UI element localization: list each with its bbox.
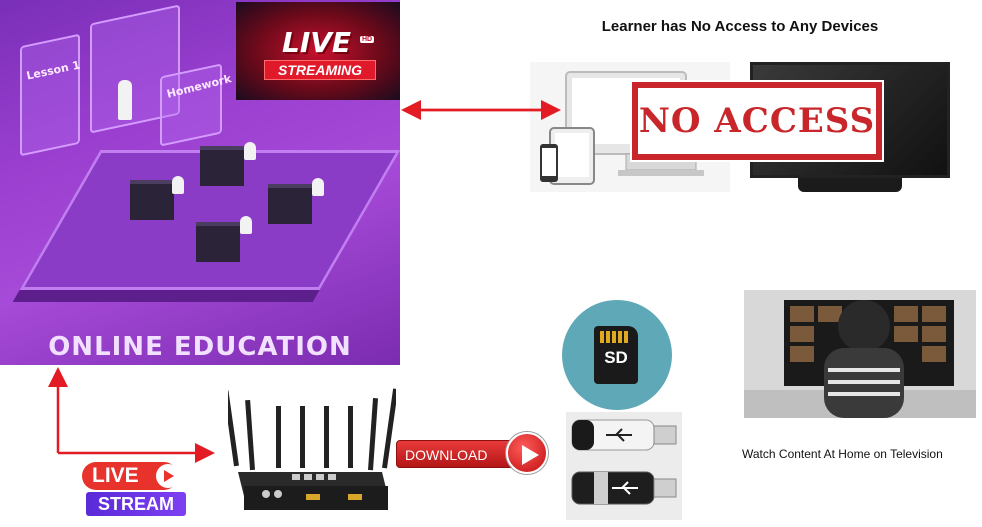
no-access-label: NO ACCESS: [638, 101, 876, 141]
sd-card: SD: [594, 326, 638, 384]
hd-badge: HD: [360, 36, 375, 43]
usb-drives-image: [566, 412, 682, 520]
student-figure: [312, 178, 324, 196]
live-stream-live-label: LIVE: [82, 462, 178, 490]
student-desk: [130, 180, 174, 220]
live-label: LIVE: [282, 26, 352, 59]
student-desk: [268, 184, 312, 224]
student-figure: [240, 216, 252, 234]
teacher-figure: [118, 80, 132, 120]
student-desk: [200, 146, 244, 186]
download-button: DOWNLOAD: [396, 432, 548, 476]
router-icon: [223, 384, 399, 516]
usb-drive-icon: [571, 471, 677, 505]
phone-icon: [540, 144, 558, 182]
download-label: DOWNLOAD: [396, 440, 514, 468]
watching-tv-photo: [744, 290, 976, 418]
no-access-stamp: NO ACCESS: [630, 80, 884, 162]
sd-label: SD: [604, 348, 628, 367]
tv-stand: [798, 178, 902, 192]
live-stream-logo: LIVE STREAM: [82, 462, 192, 518]
student-figure: [244, 142, 256, 160]
sd-card-icon: SD: [562, 300, 672, 410]
usb-drive-icon: [571, 419, 677, 451]
student-figure: [172, 176, 184, 194]
online-education-title: ONLINE EDUCATION: [48, 332, 352, 362]
no-access-heading: Learner has No Access to Any Devices: [601, 18, 879, 35]
play-icon: [156, 464, 180, 488]
lesson-board: [20, 33, 80, 157]
live-stream-stream-label: STREAM: [86, 492, 186, 516]
student-desk: [196, 222, 240, 262]
watch-content-caption: Watch Content At Home on Television: [742, 447, 943, 461]
play-icon: [506, 432, 548, 474]
live-streaming-banner: LIVE HD STREAMING: [236, 2, 400, 100]
tablet-icon: [549, 127, 595, 185]
streaming-label: STREAMING: [264, 60, 376, 80]
